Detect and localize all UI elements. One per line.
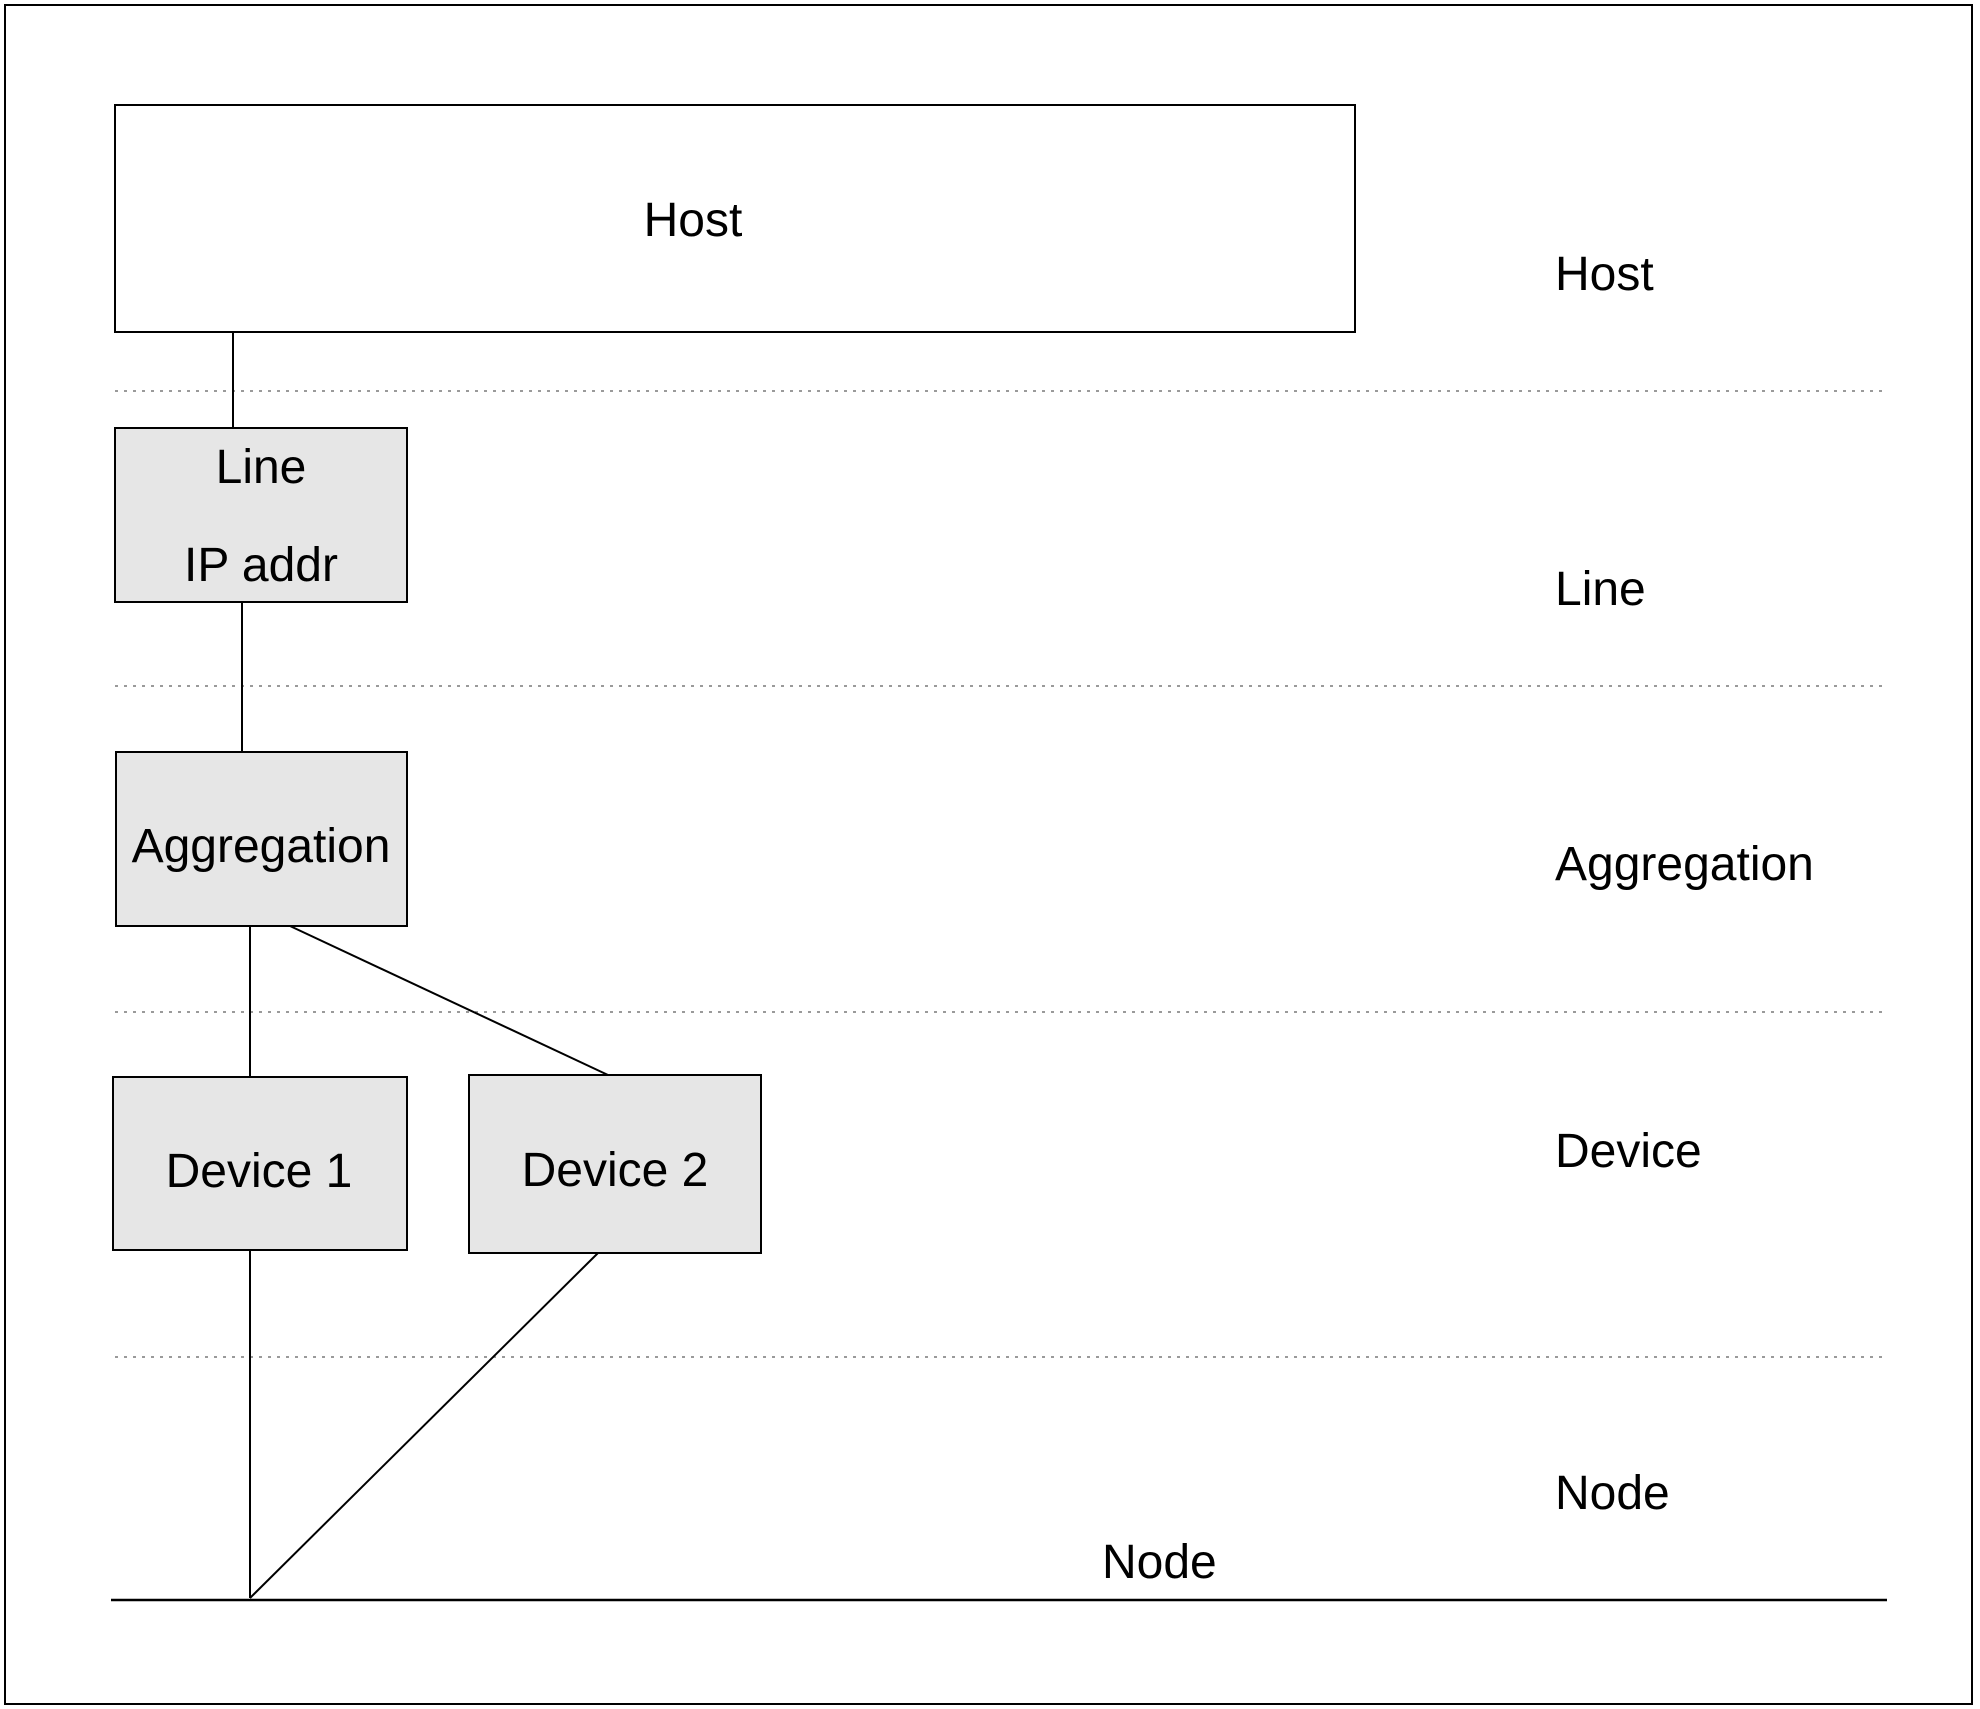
- line-box-label: Line: [216, 441, 307, 494]
- host-box: [114, 104, 1356, 333]
- layer-label-device: Device: [1555, 1125, 1702, 1178]
- host-box-label: Host: [644, 194, 743, 247]
- layer-label-aggregation: Aggregation: [1555, 838, 1814, 891]
- node-bus-label: Node: [1102, 1536, 1217, 1589]
- layer-label-line: Line: [1555, 563, 1646, 616]
- line-box: [114, 427, 408, 603]
- line-box-ip-label: IP addr: [184, 539, 338, 592]
- outer-frame: [4, 4, 1973, 1705]
- device2-box-label: Device 2: [522, 1144, 709, 1197]
- device2-box: [468, 1074, 762, 1254]
- edge-aggregation-device2: [289, 925, 609, 1076]
- layer-label-host: Host: [1555, 248, 1654, 301]
- device1-box: [112, 1076, 408, 1251]
- layer-label-node: Node: [1555, 1467, 1670, 1520]
- aggregation-box-label: Aggregation: [132, 820, 391, 873]
- aggregation-box: [115, 751, 408, 927]
- edge-device2-node: [249, 1252, 599, 1599]
- device1-box-label: Device 1: [166, 1145, 353, 1198]
